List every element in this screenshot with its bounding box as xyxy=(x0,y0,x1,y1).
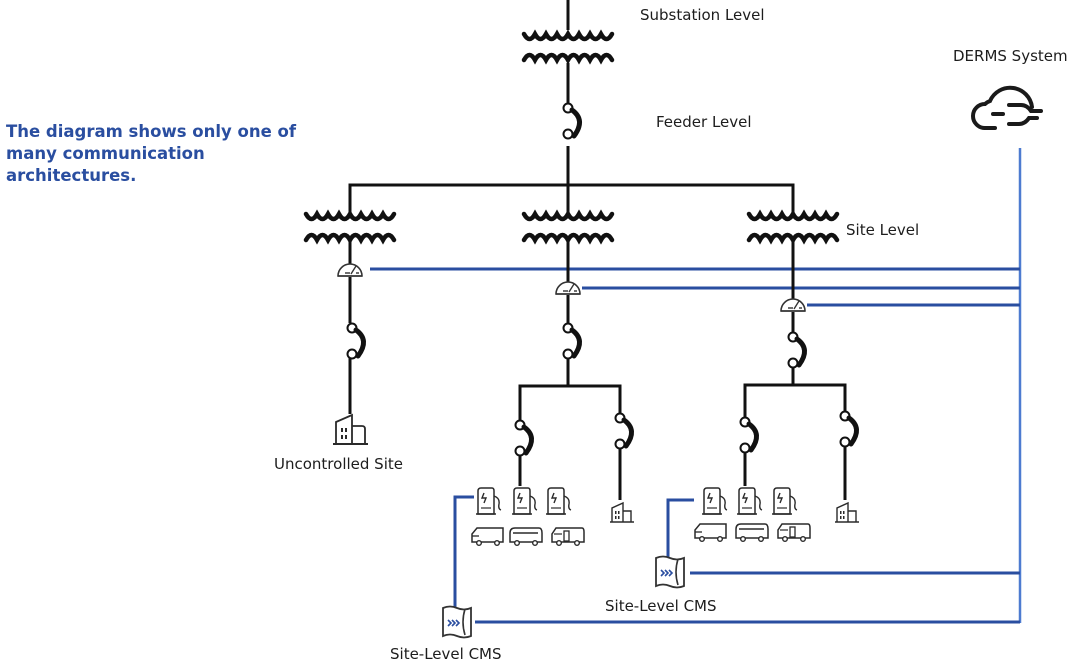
ev-charger-icon xyxy=(475,487,502,515)
site-2-building-switch-icon xyxy=(616,414,632,449)
van-icon xyxy=(694,523,727,543)
comm-line-cms-1-chargers xyxy=(453,495,474,608)
ev-charger-icon xyxy=(701,487,728,515)
site-3-meter-icon xyxy=(780,298,806,312)
bus-icon xyxy=(509,527,543,547)
ev-charger-icon xyxy=(736,487,763,515)
derms-system-label: DERMS System xyxy=(953,47,1068,65)
bus-icon xyxy=(735,523,769,543)
feeder-bus xyxy=(348,183,795,212)
site-level-label: Site Level xyxy=(846,221,920,239)
van-icon xyxy=(471,527,504,547)
ev-charger-icon xyxy=(771,487,798,515)
uncontrolled-site-building-icon xyxy=(332,414,369,445)
site-3-switch-icon xyxy=(789,333,805,368)
site-2-switch-icon xyxy=(564,324,580,359)
site-2-meter-icon xyxy=(555,281,581,295)
site-level-cms-1-icon xyxy=(442,605,472,639)
site-3-building-icon xyxy=(834,502,860,523)
site-level-cms-1-label: Site-Level CMS xyxy=(390,645,502,663)
substation-transformer-icon xyxy=(524,34,612,60)
site-1-switch-icon xyxy=(348,324,364,359)
site-2-transformer-icon xyxy=(524,214,612,240)
shuttle-icon xyxy=(777,523,811,543)
feeder-level-label: Feeder Level xyxy=(656,113,752,131)
comm-line-cms-2-chargers xyxy=(666,498,694,558)
site-1-meter-icon xyxy=(337,263,363,277)
site-3-charger-switch-icon xyxy=(741,418,757,453)
architecture-note: The diagram shows only one of many commu… xyxy=(6,122,297,185)
site-level-cms-2-icon xyxy=(655,555,685,589)
site-3-building-switch-icon xyxy=(841,412,857,447)
ev-charger-icon xyxy=(545,487,572,515)
ev-charger-icon xyxy=(511,487,538,515)
site-2-building-icon xyxy=(609,502,635,523)
site-level-cms-2-label: Site-Level CMS xyxy=(605,597,717,615)
site-2-charger-switch-icon xyxy=(516,421,532,456)
substation-level-label: Substation Level xyxy=(640,6,765,24)
site-3-transformer-icon xyxy=(749,214,837,240)
site-1-transformer-icon xyxy=(306,214,394,240)
uncontrolled-site-label: Uncontrolled Site xyxy=(274,455,403,473)
cloud-icon xyxy=(971,85,1043,130)
feeder-switch-icon xyxy=(564,104,580,139)
shuttle-icon xyxy=(551,527,585,547)
